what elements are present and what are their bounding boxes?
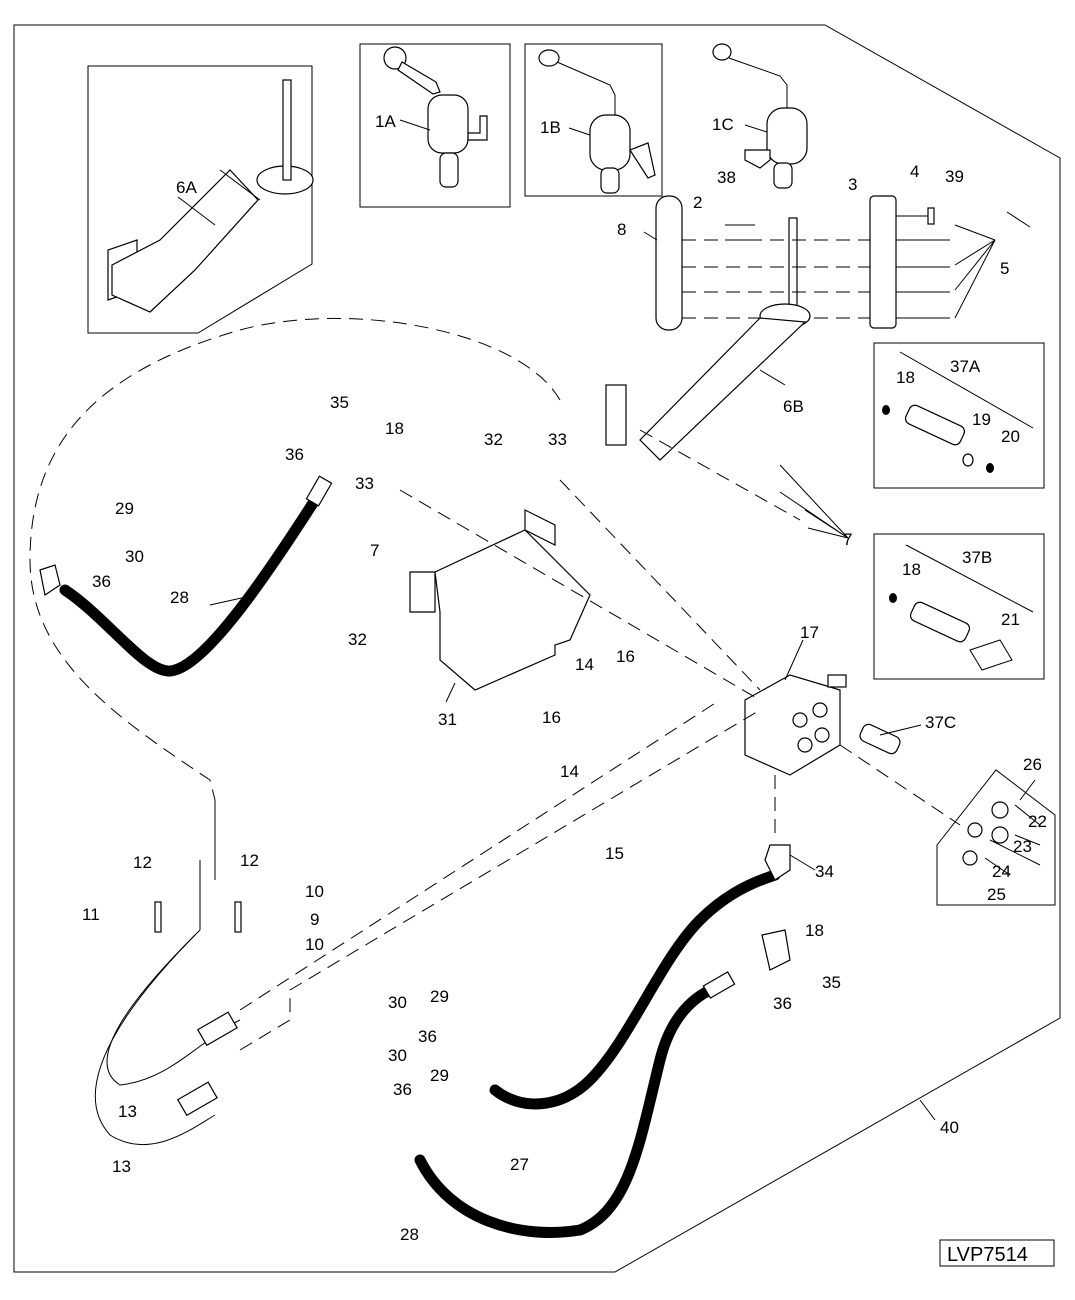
callout-29-c: 29	[430, 1066, 449, 1085]
callout-36-a: 36	[285, 445, 304, 464]
dashed-routing-loop	[29, 317, 561, 801]
callout-23: 23	[1013, 837, 1032, 856]
callout-18-d: 18	[805, 921, 824, 940]
figure-id: LVP7514	[947, 1244, 1028, 1266]
part-1C	[712, 43, 808, 189]
callout-14-a: 14	[575, 655, 594, 674]
callout-6A: 6A	[176, 178, 197, 197]
callout-32-a: 32	[484, 430, 503, 449]
callout-20: 20	[1001, 427, 1020, 446]
callout-33-a: 33	[355, 474, 374, 493]
callout-40: 40	[940, 1118, 959, 1137]
callout-33-b: 33	[548, 430, 567, 449]
callout-35-a: 35	[330, 393, 349, 412]
callout-28-b: 28	[400, 1225, 419, 1244]
callout-18-a: 18	[896, 368, 915, 387]
callout-36-c: 36	[773, 994, 792, 1013]
callout-36-e: 36	[393, 1080, 412, 1099]
bracket-31	[409, 509, 591, 691]
callout-11: 11	[82, 905, 100, 924]
mount-assembly	[605, 195, 950, 461]
callout-24: 24	[992, 862, 1011, 881]
callout-12-a: 12	[133, 853, 152, 872]
callout-36-b: 36	[92, 572, 111, 591]
callout-30-c: 30	[388, 1046, 407, 1065]
hose-28-upper	[59, 494, 321, 677]
hose-27	[489, 869, 781, 1110]
callout-31: 31	[438, 710, 457, 729]
callout-9: 9	[310, 910, 319, 929]
callout-15: 15	[605, 844, 624, 863]
callout-10-a: 10	[305, 882, 324, 901]
callout-2: 2	[693, 193, 702, 212]
inset-37A	[873, 342, 1045, 489]
callout-7-left: 7	[370, 541, 379, 560]
callout-28-a: 28	[170, 588, 189, 607]
callout-13-a: 13	[118, 1102, 137, 1121]
callout-19: 19	[972, 410, 991, 429]
callout-5: 5	[1000, 259, 1009, 278]
callout-37B: 37B	[962, 548, 992, 567]
callout-29-b: 29	[430, 987, 449, 1006]
coupler-37C	[859, 723, 901, 755]
inset-1A	[359, 43, 511, 208]
callout-32-b: 32	[348, 630, 367, 649]
callout-30-a: 30	[125, 547, 144, 566]
callout-16-a: 16	[616, 647, 635, 666]
callout-4: 4	[910, 162, 919, 181]
callout-21: 21	[1001, 610, 1020, 629]
callout-13-b: 13	[112, 1157, 131, 1176]
callout-27: 27	[510, 1155, 529, 1174]
callout-22: 22	[1028, 812, 1047, 831]
inset-1B	[524, 43, 663, 197]
hose-28-lower	[414, 984, 716, 1238]
callout-36-d: 36	[418, 1027, 437, 1046]
valve-17	[744, 674, 847, 776]
callout-16-b: 16	[542, 708, 561, 727]
callout-26: 26	[1023, 755, 1042, 774]
callout-7-right: 7	[843, 530, 852, 549]
cables-13	[95, 800, 242, 1146]
inset-26	[936, 769, 1056, 906]
inset-6A	[87, 65, 314, 334]
callout-34: 34	[815, 862, 834, 881]
callout-1A: 1A	[375, 112, 396, 131]
callout-6B: 6B	[783, 397, 804, 416]
callout-35-b: 35	[822, 973, 841, 992]
callout-labels: LVP7514 1A 1B 1C 6A 38 2 3 4 39 8 5 6B 3…	[82, 112, 1047, 1266]
callout-37A: 37A	[950, 357, 981, 376]
callout-17: 17	[800, 623, 819, 642]
callout-18-c: 18	[385, 419, 404, 438]
callout-14-b: 14	[560, 762, 579, 781]
kit-outline-40	[13, 24, 1061, 1273]
callout-8: 8	[617, 220, 626, 239]
callout-25: 25	[987, 885, 1006, 904]
callout-29-a: 29	[115, 499, 134, 518]
callout-30-b: 30	[388, 993, 407, 1012]
callout-18-b: 18	[902, 560, 921, 579]
callout-12-b: 12	[240, 851, 259, 870]
figure-id-box	[939, 1239, 1055, 1267]
callout-37C: 37C	[925, 713, 956, 732]
callout-10-b: 10	[305, 935, 324, 954]
callout-1C: 1C	[712, 115, 734, 134]
callout-38: 38	[717, 168, 736, 187]
callout-1B: 1B	[540, 118, 561, 137]
callout-39: 39	[945, 167, 964, 186]
leader-lines	[177, 119, 1041, 1121]
callout-3: 3	[848, 175, 857, 194]
inset-37B	[873, 533, 1045, 680]
